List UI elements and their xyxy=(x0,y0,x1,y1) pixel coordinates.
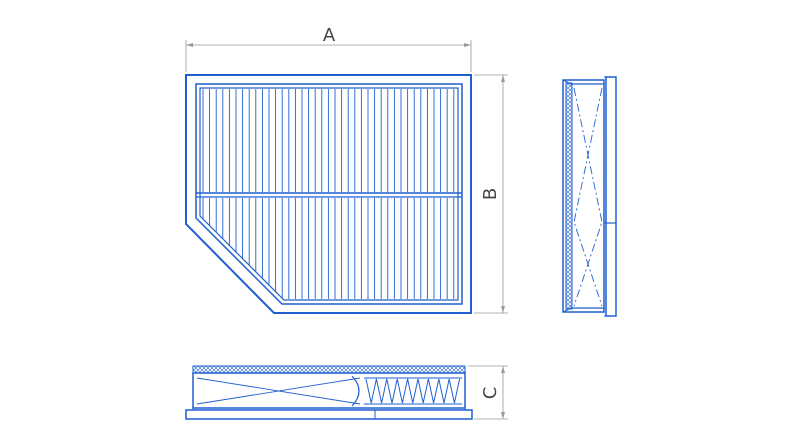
front-view xyxy=(185,74,472,314)
side-view xyxy=(562,76,617,317)
side-pleat-centerlines xyxy=(573,87,603,307)
side-pleat-body xyxy=(562,79,605,313)
front-pleats-upper xyxy=(202,89,455,192)
bottom-pleat-pack xyxy=(192,372,466,409)
bottom-seal-hatched xyxy=(192,365,466,374)
dimension-a: A xyxy=(185,25,472,72)
dimension-c: C xyxy=(468,365,508,420)
dimension-c-label: C xyxy=(480,387,501,400)
front-pleat-field-outline xyxy=(199,87,459,301)
dimension-b-label: B xyxy=(480,188,501,200)
front-outer-frame xyxy=(185,74,472,314)
bottom-pleat-zigzag xyxy=(365,378,461,404)
bottom-view xyxy=(185,365,473,420)
side-seal-hatched xyxy=(565,82,573,310)
side-frame-flange xyxy=(605,76,617,317)
dimension-b: B xyxy=(474,74,508,314)
front-inner-frame xyxy=(195,83,463,305)
front-pleats-lower xyxy=(202,198,455,299)
dimension-a-label: A xyxy=(323,25,336,46)
bottom-frame-flange xyxy=(185,409,473,420)
